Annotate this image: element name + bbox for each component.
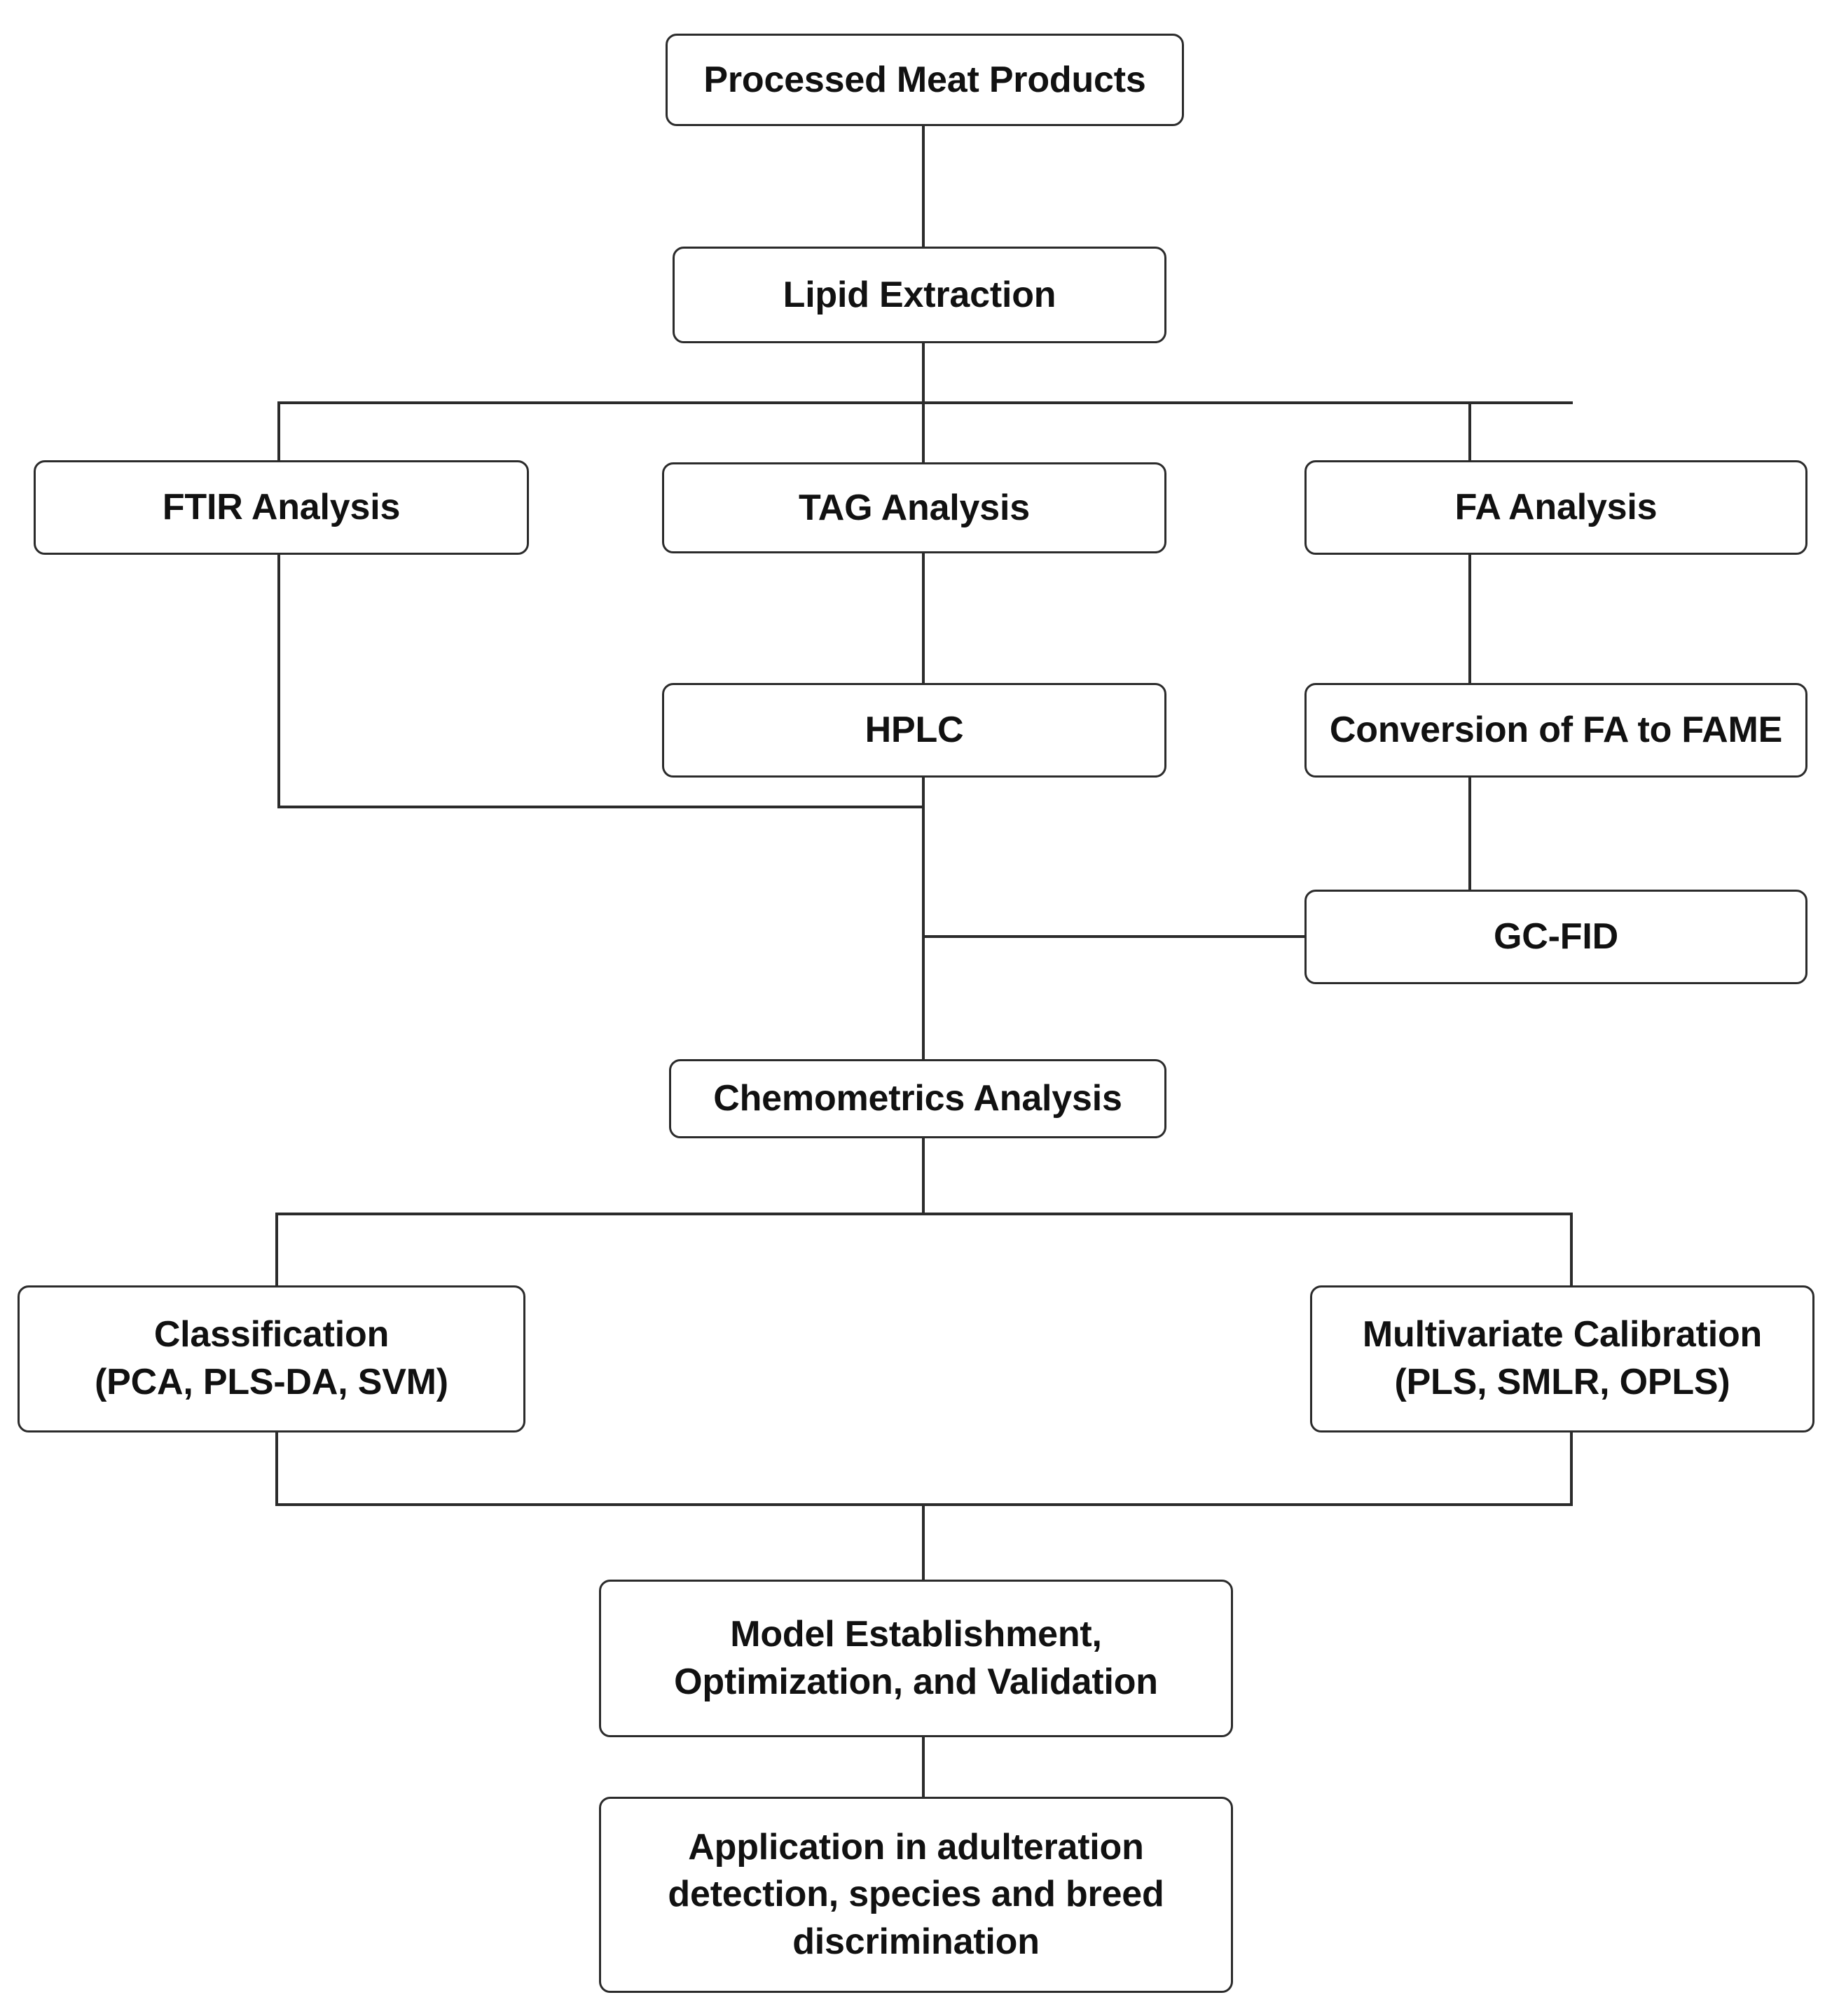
node-gc-fid[interactable]: GC-FID xyxy=(1304,890,1807,984)
node-hplc[interactable]: HPLC xyxy=(662,683,1166,778)
node-label: Processed Meat Products xyxy=(703,59,1146,100)
node-fa-analysis[interactable]: FA Analysis xyxy=(1304,460,1807,555)
node-multivariate-calibration[interactable]: Multivariate Calibration (PLS, SMLR, OPL… xyxy=(1310,1285,1814,1432)
node-label: Conversion of FA to FAME xyxy=(1329,710,1783,751)
node-label: Multivariate Calibration (PLS, SMLR, OPL… xyxy=(1362,1314,1763,1402)
node-label: FTIR Analysis xyxy=(162,487,401,528)
node-application[interactable]: Application in adulteration detection, s… xyxy=(599,1797,1233,1993)
node-label: GC-FID xyxy=(1494,916,1618,958)
node-model-establishment[interactable]: Model Establishment, Optimization, and V… xyxy=(599,1580,1233,1737)
node-label: Lipid Extraction xyxy=(783,274,1056,315)
node-label: TAG Analysis xyxy=(799,487,1030,528)
node-label: Chemometrics Analysis xyxy=(713,1078,1122,1119)
node-classification[interactable]: Classification (PCA, PLS-DA, SVM) xyxy=(18,1285,525,1432)
node-label: FA Analysis xyxy=(1454,487,1658,528)
node-label: Model Establishment, Optimization, and V… xyxy=(674,1613,1158,1702)
node-conversion-fa-to-fame[interactable]: Conversion of FA to FAME xyxy=(1304,683,1807,778)
node-label: HPLC xyxy=(865,710,964,751)
node-label: Application in adulteration detection, s… xyxy=(668,1826,1164,1962)
node-processed-meat-products[interactable]: Processed Meat Products xyxy=(666,34,1184,126)
node-label: Classification (PCA, PLS-DA, SVM) xyxy=(95,1314,448,1402)
node-chemometrics-analysis[interactable]: Chemometrics Analysis xyxy=(669,1059,1166,1138)
node-tag-analysis[interactable]: TAG Analysis xyxy=(662,462,1166,553)
node-lipid-extraction[interactable]: Lipid Extraction xyxy=(673,247,1166,343)
node-ftir-analysis[interactable]: FTIR Analysis xyxy=(34,460,529,555)
